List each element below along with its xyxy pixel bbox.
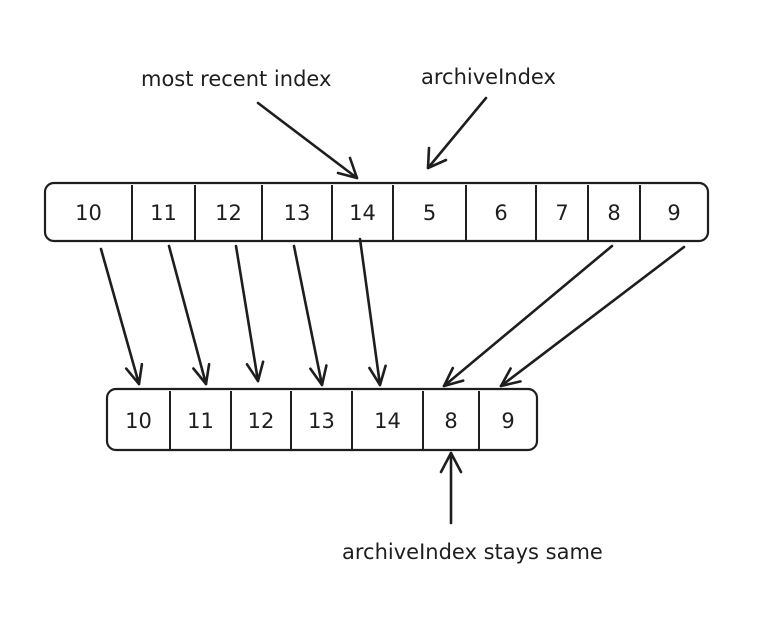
archive-index-stays-arrow — [439, 451, 463, 525]
top-array-cell: 8 — [607, 201, 620, 225]
top-array-cell: 10 — [75, 201, 102, 225]
top-array-cell: 6 — [494, 201, 507, 225]
top-array-cell: 14 — [349, 201, 376, 225]
archive-index-pointer-arrow — [426, 96, 488, 170]
mapping-arrow — [358, 237, 387, 387]
bottom-array-cell: 8 — [444, 409, 457, 433]
mapping-arrow — [234, 244, 265, 383]
top-array-cell: 5 — [423, 201, 436, 225]
bottom-array-box — [105, 387, 539, 452]
top-array-cell: 11 — [150, 201, 177, 225]
bottom-array-cell: 13 — [308, 409, 335, 433]
archive-index-label: archiveIndex — [421, 65, 556, 89]
bottom-array-cell: 11 — [187, 409, 214, 433]
mapping-arrow — [167, 244, 211, 386]
bottom-array-cell: 9 — [501, 409, 514, 433]
top-array: 10 11 12 13 14 5 6 7 8 9 — [43, 181, 710, 243]
most-recent-index-label: most recent index — [141, 67, 331, 91]
top-array-cell: 13 — [284, 201, 311, 225]
top-array-cell: 7 — [555, 201, 568, 225]
archive-index-stays-same-label: archiveIndex stays same — [342, 540, 603, 564]
most-recent-pointer-arrow — [256, 101, 359, 180]
bottom-array: 10 11 12 13 14 8 9 — [105, 387, 539, 452]
mapping-arrow — [442, 244, 614, 388]
top-array-cell: 9 — [667, 201, 680, 225]
bottom-array-cell: 10 — [125, 409, 152, 433]
top-array-cell: 12 — [215, 201, 242, 225]
top-array-box — [43, 181, 710, 243]
mapping-arrow — [292, 244, 328, 387]
mapping-arrow — [499, 245, 686, 388]
bottom-array-cell: 14 — [374, 409, 401, 433]
mapping-arrow — [99, 247, 144, 386]
bottom-array-cell: 12 — [248, 409, 275, 433]
